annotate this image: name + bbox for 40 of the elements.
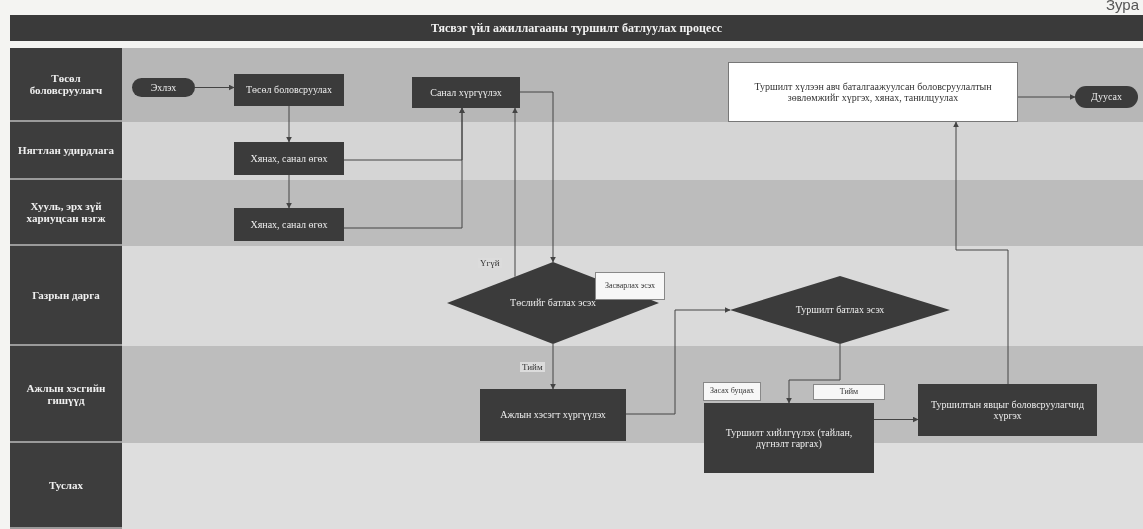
note-tag: Засах буцаах	[703, 382, 761, 401]
lane-label: Ажлын хэсгийн гишүүд	[10, 346, 122, 443]
process-box: Ажлын хэсэгт хүргүүлэх	[480, 389, 626, 441]
arrow	[550, 343, 556, 390]
process-box: Хянах, санал өгөх	[234, 208, 344, 241]
arrow	[343, 107, 465, 229]
process-box: Санал хүргүүлэх	[412, 77, 520, 108]
process-box: Хянах, санал өгөх	[234, 142, 344, 175]
decision-diamond: Туршилт батлах эсэх	[730, 276, 950, 344]
terminal-pill: Дуусах	[1075, 86, 1138, 108]
arrow	[286, 174, 292, 209]
process-box: Туршилт хүлээн авч баталгаажуулсан боловсруулалтын зөвлөмжийг хүргэх, хянах, танилцуулах	[728, 62, 1018, 122]
arrow	[625, 307, 731, 415]
swimlane	[10, 122, 1143, 180]
note-tag: Засварлах эсэх	[595, 272, 665, 300]
swimlane	[10, 180, 1143, 246]
arrow	[512, 107, 518, 278]
arrow	[286, 105, 292, 143]
lane-label: Хууль, эрх зүй хариуцсан нэгж	[10, 180, 122, 246]
swimlane	[10, 48, 1143, 122]
note-tag: Тийм	[813, 384, 885, 400]
process-box: Туршилтын явцыг боловсруулагчид хүргэх	[918, 384, 1097, 436]
lane-label: Төсөл боловсруулагч	[10, 48, 122, 122]
process-box: Төсөл боловсруулах	[234, 74, 344, 106]
arrow	[873, 416, 919, 423]
title-bar: Тясвэг үйл ажиллагааны туршилт батлуулах процесс	[10, 15, 1143, 41]
arrow	[1017, 94, 1076, 100]
arrow	[953, 121, 1009, 385]
page-note: Зура	[1105, 0, 1139, 13]
lane-label: Газрын дарга	[10, 246, 122, 346]
arrow	[786, 343, 841, 404]
arrow	[194, 84, 235, 91]
swimlane	[10, 246, 1143, 346]
arrow	[519, 91, 556, 263]
terminal-pill: Эхлэх	[132, 78, 195, 97]
process-box: Туршилт хийлгүүлэх (тайлан, дүгнэлт гаргах)	[704, 403, 874, 473]
edge-label: Үгүй	[478, 258, 502, 268]
lane-label: Туслах	[10, 443, 122, 529]
edge-label: Тийм	[520, 362, 545, 372]
lane-label: Нягтлан удирдлага	[10, 122, 122, 180]
